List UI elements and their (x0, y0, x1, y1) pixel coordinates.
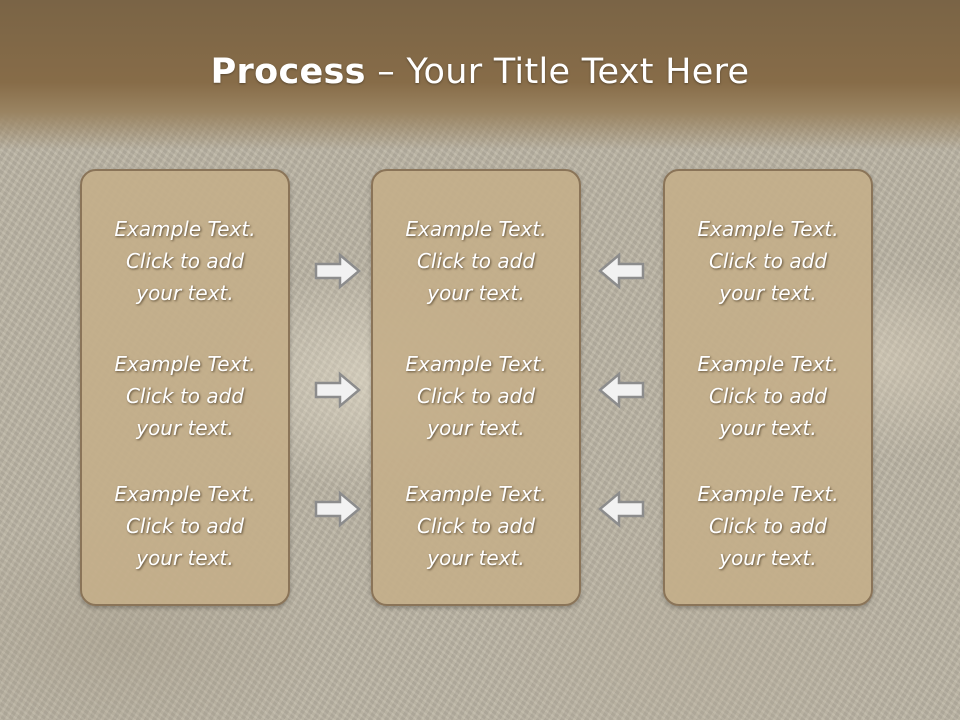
text-line: Click to add (125, 514, 245, 538)
text-line: Example Text. (114, 352, 256, 376)
title-rest-part: – Your Title Text Here (365, 52, 750, 92)
text-line: Click to add (125, 249, 245, 273)
arrow-left-icon (598, 252, 645, 290)
text-line: your text. (719, 281, 817, 305)
title-banner (0, 0, 960, 150)
text-line: Click to add (416, 384, 536, 408)
text-line: your text. (136, 281, 234, 305)
text-line: Click to add (125, 384, 245, 408)
text-line: your text. (427, 281, 525, 305)
text-placeholder[interactable]: Example Text. Click to add your text. (665, 348, 871, 444)
text-line: Example Text. (697, 482, 839, 506)
text-placeholder[interactable]: Example Text. Click to add your text. (82, 478, 288, 574)
text-placeholder[interactable]: Example Text. Click to add your text. (82, 213, 288, 309)
text-placeholder[interactable]: Example Text. Click to add your text. (665, 478, 871, 574)
text-line: Example Text. (405, 217, 547, 241)
slide-title[interactable]: Process – Your Title Text Here (0, 52, 960, 92)
text-line: your text. (427, 546, 525, 570)
arrow-right-icon (314, 371, 361, 409)
text-placeholder[interactable]: Example Text. Click to add your text. (665, 213, 871, 309)
text-line: Click to add (416, 249, 536, 273)
text-placeholder[interactable]: Example Text. Click to add your text. (373, 478, 579, 574)
arrow-right-icon (314, 490, 361, 528)
text-line: Click to add (708, 249, 828, 273)
text-line: Click to add (416, 514, 536, 538)
arrow-left-icon (598, 371, 645, 409)
text-line: Example Text. (697, 352, 839, 376)
text-placeholder[interactable]: Example Text. Click to add your text. (373, 213, 579, 309)
text-line: Example Text. (697, 217, 839, 241)
title-bold-part: Process (210, 52, 366, 92)
text-line: Click to add (708, 514, 828, 538)
arrow-right-icon (314, 252, 361, 290)
left-text-panel[interactable]: Example Text. Click to add your text. Ex… (80, 169, 290, 606)
text-line: your text. (136, 546, 234, 570)
text-line: Example Text. (405, 482, 547, 506)
text-line: Click to add (708, 384, 828, 408)
text-line: your text. (719, 546, 817, 570)
right-text-panel[interactable]: Example Text. Click to add your text. Ex… (663, 169, 873, 606)
text-line: Example Text. (405, 352, 547, 376)
text-line: your text. (136, 416, 234, 440)
arrow-left-icon (598, 490, 645, 528)
text-line: Example Text. (114, 217, 256, 241)
text-line: your text. (719, 416, 817, 440)
text-line: Example Text. (114, 482, 256, 506)
text-placeholder[interactable]: Example Text. Click to add your text. (373, 348, 579, 444)
text-placeholder[interactable]: Example Text. Click to add your text. (82, 348, 288, 444)
text-line: your text. (427, 416, 525, 440)
center-text-panel[interactable]: Example Text. Click to add your text. Ex… (371, 169, 581, 606)
